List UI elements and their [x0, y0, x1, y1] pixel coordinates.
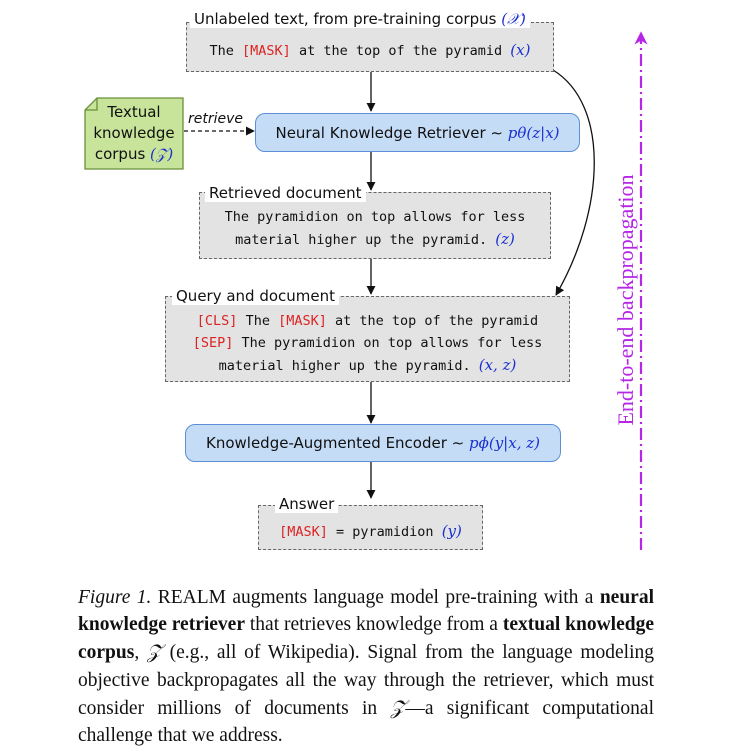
caption-bold-term: neural knowledge retriever	[78, 587, 654, 636]
figure-caption: Figure 1. REALM augments language model …	[78, 584, 654, 749]
query-line3: material higher up the pyramid.	[218, 358, 479, 374]
caption-text: (e.g., all of Wikipedia). Signal from th…	[78, 642, 654, 719]
retrieved-line2: material higher up the pyramid.	[235, 232, 496, 248]
input-text: at the top of the pyramid	[290, 43, 511, 59]
retriever-math: pθ(z|x)	[507, 123, 560, 142]
retrieved-box-label: Retrieved document	[205, 184, 366, 202]
query-document-box: [CLS] The [MASK] at the top of the pyram…	[165, 296, 570, 382]
retrieved-line1: The pyramidion on top allows for less	[224, 209, 526, 225]
caption-body: REALM augments language model pre-traini…	[78, 587, 654, 746]
caption-bold-term: textual knowledge corpus	[78, 614, 654, 664]
query-line1-token: [MASK]	[278, 313, 327, 329]
encoder-text: Knowledge-Augmented Encoder ∼	[206, 434, 465, 452]
answer-text: = pyramidion	[327, 524, 442, 540]
input-math: (x)	[510, 41, 531, 59]
query-line1-text: The	[237, 313, 279, 329]
unlabeled-box-label: Unlabeled text, from pre-training corpus…	[190, 10, 530, 28]
input-text: The	[209, 43, 243, 59]
corpus-math: (𝒵)	[150, 145, 174, 163]
query-line2-text: The pyramidion on top allows for less	[233, 335, 543, 351]
corpus-line1: Textual	[107, 103, 161, 121]
knowledge-corpus: Textual knowledge corpus (𝒵)	[85, 98, 183, 169]
query-box-label: Query and document	[172, 287, 340, 305]
corpus-line3: corpus	[94, 145, 146, 163]
encoder-math: pϕ(y|x, z)	[469, 434, 540, 452]
query-line1-text: at the top of the pyramid	[326, 313, 539, 329]
unlabeled-label-text: Unlabeled text, from pre-training corpus	[194, 10, 497, 28]
caption-text: ,	[134, 642, 147, 664]
corpus-line2: knowledge	[93, 124, 175, 142]
query-line1: [CLS] The [MASK] at the top of the pyram…	[166, 310, 569, 332]
knowledge-augmented-encoder: Knowledge-Augmented Encoder ∼ pϕ(y|x, z)	[185, 424, 561, 462]
retrieved-document-box: The pyramidion on top allows for less ma…	[199, 192, 551, 259]
caption-text: that retrieves knowledge from a	[244, 614, 503, 636]
unlabeled-label-math: (𝒳)	[501, 10, 526, 28]
retrieve-label: retrieve	[188, 111, 244, 127]
answer-math: (y)	[441, 522, 462, 540]
answer-box-label: Answer	[275, 495, 339, 513]
retrieved-math: (z)	[495, 230, 515, 248]
figure-label: Figure 1.	[78, 587, 152, 608]
corpus-shape	[84, 97, 184, 170]
caption-text: —a significant computational challenge t…	[78, 697, 654, 747]
query-line2: [SEP] The pyramidion on top allows for l…	[166, 332, 569, 354]
arrow-input-to-query	[552, 69, 595, 296]
caption-text: REALM augments language model pre-traini…	[151, 587, 600, 608]
backprop-label: End-to-end backpropagation	[613, 174, 638, 426]
caption-math: 𝒵	[146, 640, 162, 664]
answer-mask-token: [MASK]	[279, 524, 328, 540]
query-line1-token: [CLS]	[196, 313, 238, 329]
unlabeled-text-box: The [MASK] at the top of the pyramid (x)	[186, 22, 554, 72]
input-sentence: The [MASK] at the top of the pyramid (x)	[187, 39, 553, 62]
query-math: (x, z)	[478, 356, 517, 374]
retriever-text: Neural Knowledge Retriever ∼	[275, 123, 503, 142]
query-line2-token: [SEP]	[192, 335, 234, 351]
caption-math: 𝒵	[390, 695, 406, 719]
input-token: [MASK]	[242, 43, 291, 59]
neural-knowledge-retriever: Neural Knowledge Retriever ∼ pθ(z|x)	[255, 113, 580, 152]
